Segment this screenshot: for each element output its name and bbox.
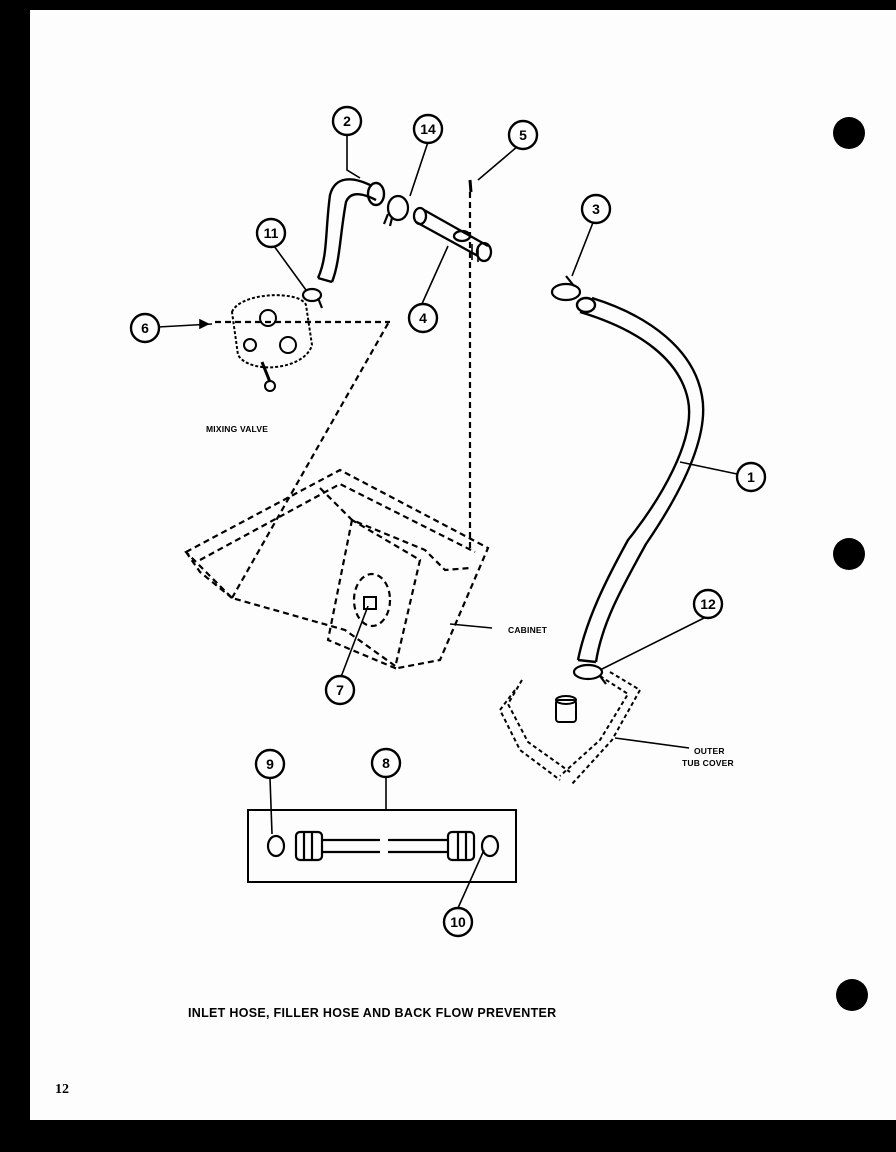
callout-14: 14	[412, 113, 444, 145]
callout-2: 2	[331, 105, 363, 137]
svg-text:5: 5	[519, 127, 527, 143]
svg-text:4: 4	[419, 310, 427, 326]
back-flow-preventer-drawing	[412, 206, 493, 263]
label-mixing-valve: MIXING VALVE	[206, 424, 268, 434]
label-outer-tub-cover-line1: OUTER	[694, 746, 725, 756]
svg-text:10: 10	[450, 914, 466, 930]
svg-text:2: 2	[343, 113, 351, 129]
label-outer-tub-cover-line2: TUB COVER	[682, 758, 734, 768]
leader-lines	[157, 133, 738, 909]
callout-11: 11	[255, 217, 287, 249]
svg-text:12: 12	[700, 596, 716, 612]
tub-cover-inlet	[555, 695, 577, 723]
svg-text:11: 11	[264, 225, 279, 241]
outer-tub-cover-drawing	[498, 671, 642, 785]
mixing-valve-drawing	[230, 294, 314, 392]
svg-text:6: 6	[141, 320, 149, 336]
callout-10: 10	[442, 906, 474, 938]
clamp-14	[382, 194, 410, 227]
binder-hole-middle	[833, 538, 865, 570]
svg-text:7: 7	[336, 682, 344, 698]
svg-text:8: 8	[382, 755, 390, 771]
svg-text:3: 3	[592, 201, 600, 217]
cabinet-drawing	[184, 190, 490, 670]
label-cabinet: CABINET	[508, 625, 548, 635]
callout-3: 3	[580, 193, 612, 225]
binder-hole-top	[833, 117, 865, 149]
callout-5: 5	[507, 119, 539, 151]
filler-hose-long	[575, 296, 705, 664]
clamp-3	[550, 275, 582, 302]
callout-12: 12	[692, 588, 724, 620]
clamp-12	[572, 663, 607, 685]
svg-text:14: 14	[420, 121, 436, 137]
callout-9: 9	[254, 748, 286, 780]
inlet-hose-drawing	[266, 830, 500, 862]
callout-8: 8	[370, 747, 402, 779]
callout-6: 6	[129, 312, 161, 344]
callout-4: 4	[407, 302, 439, 334]
page-number: 12	[55, 1082, 69, 1097]
drain-fitting	[363, 596, 377, 610]
callout-1: 1	[735, 461, 767, 493]
filler-hose-short	[316, 178, 386, 284]
inlet-hose-kit-box	[247, 809, 517, 883]
diagram-caption: INLET HOSE, FILLER HOSE AND BACK FLOW PR…	[188, 1006, 557, 1020]
svg-text:1: 1	[747, 469, 755, 485]
callout-7: 7	[324, 674, 356, 706]
clamp-11	[301, 287, 324, 309]
screw-5	[468, 179, 473, 193]
svg-text:9: 9	[266, 756, 274, 772]
binder-hole-bottom	[836, 979, 868, 1011]
